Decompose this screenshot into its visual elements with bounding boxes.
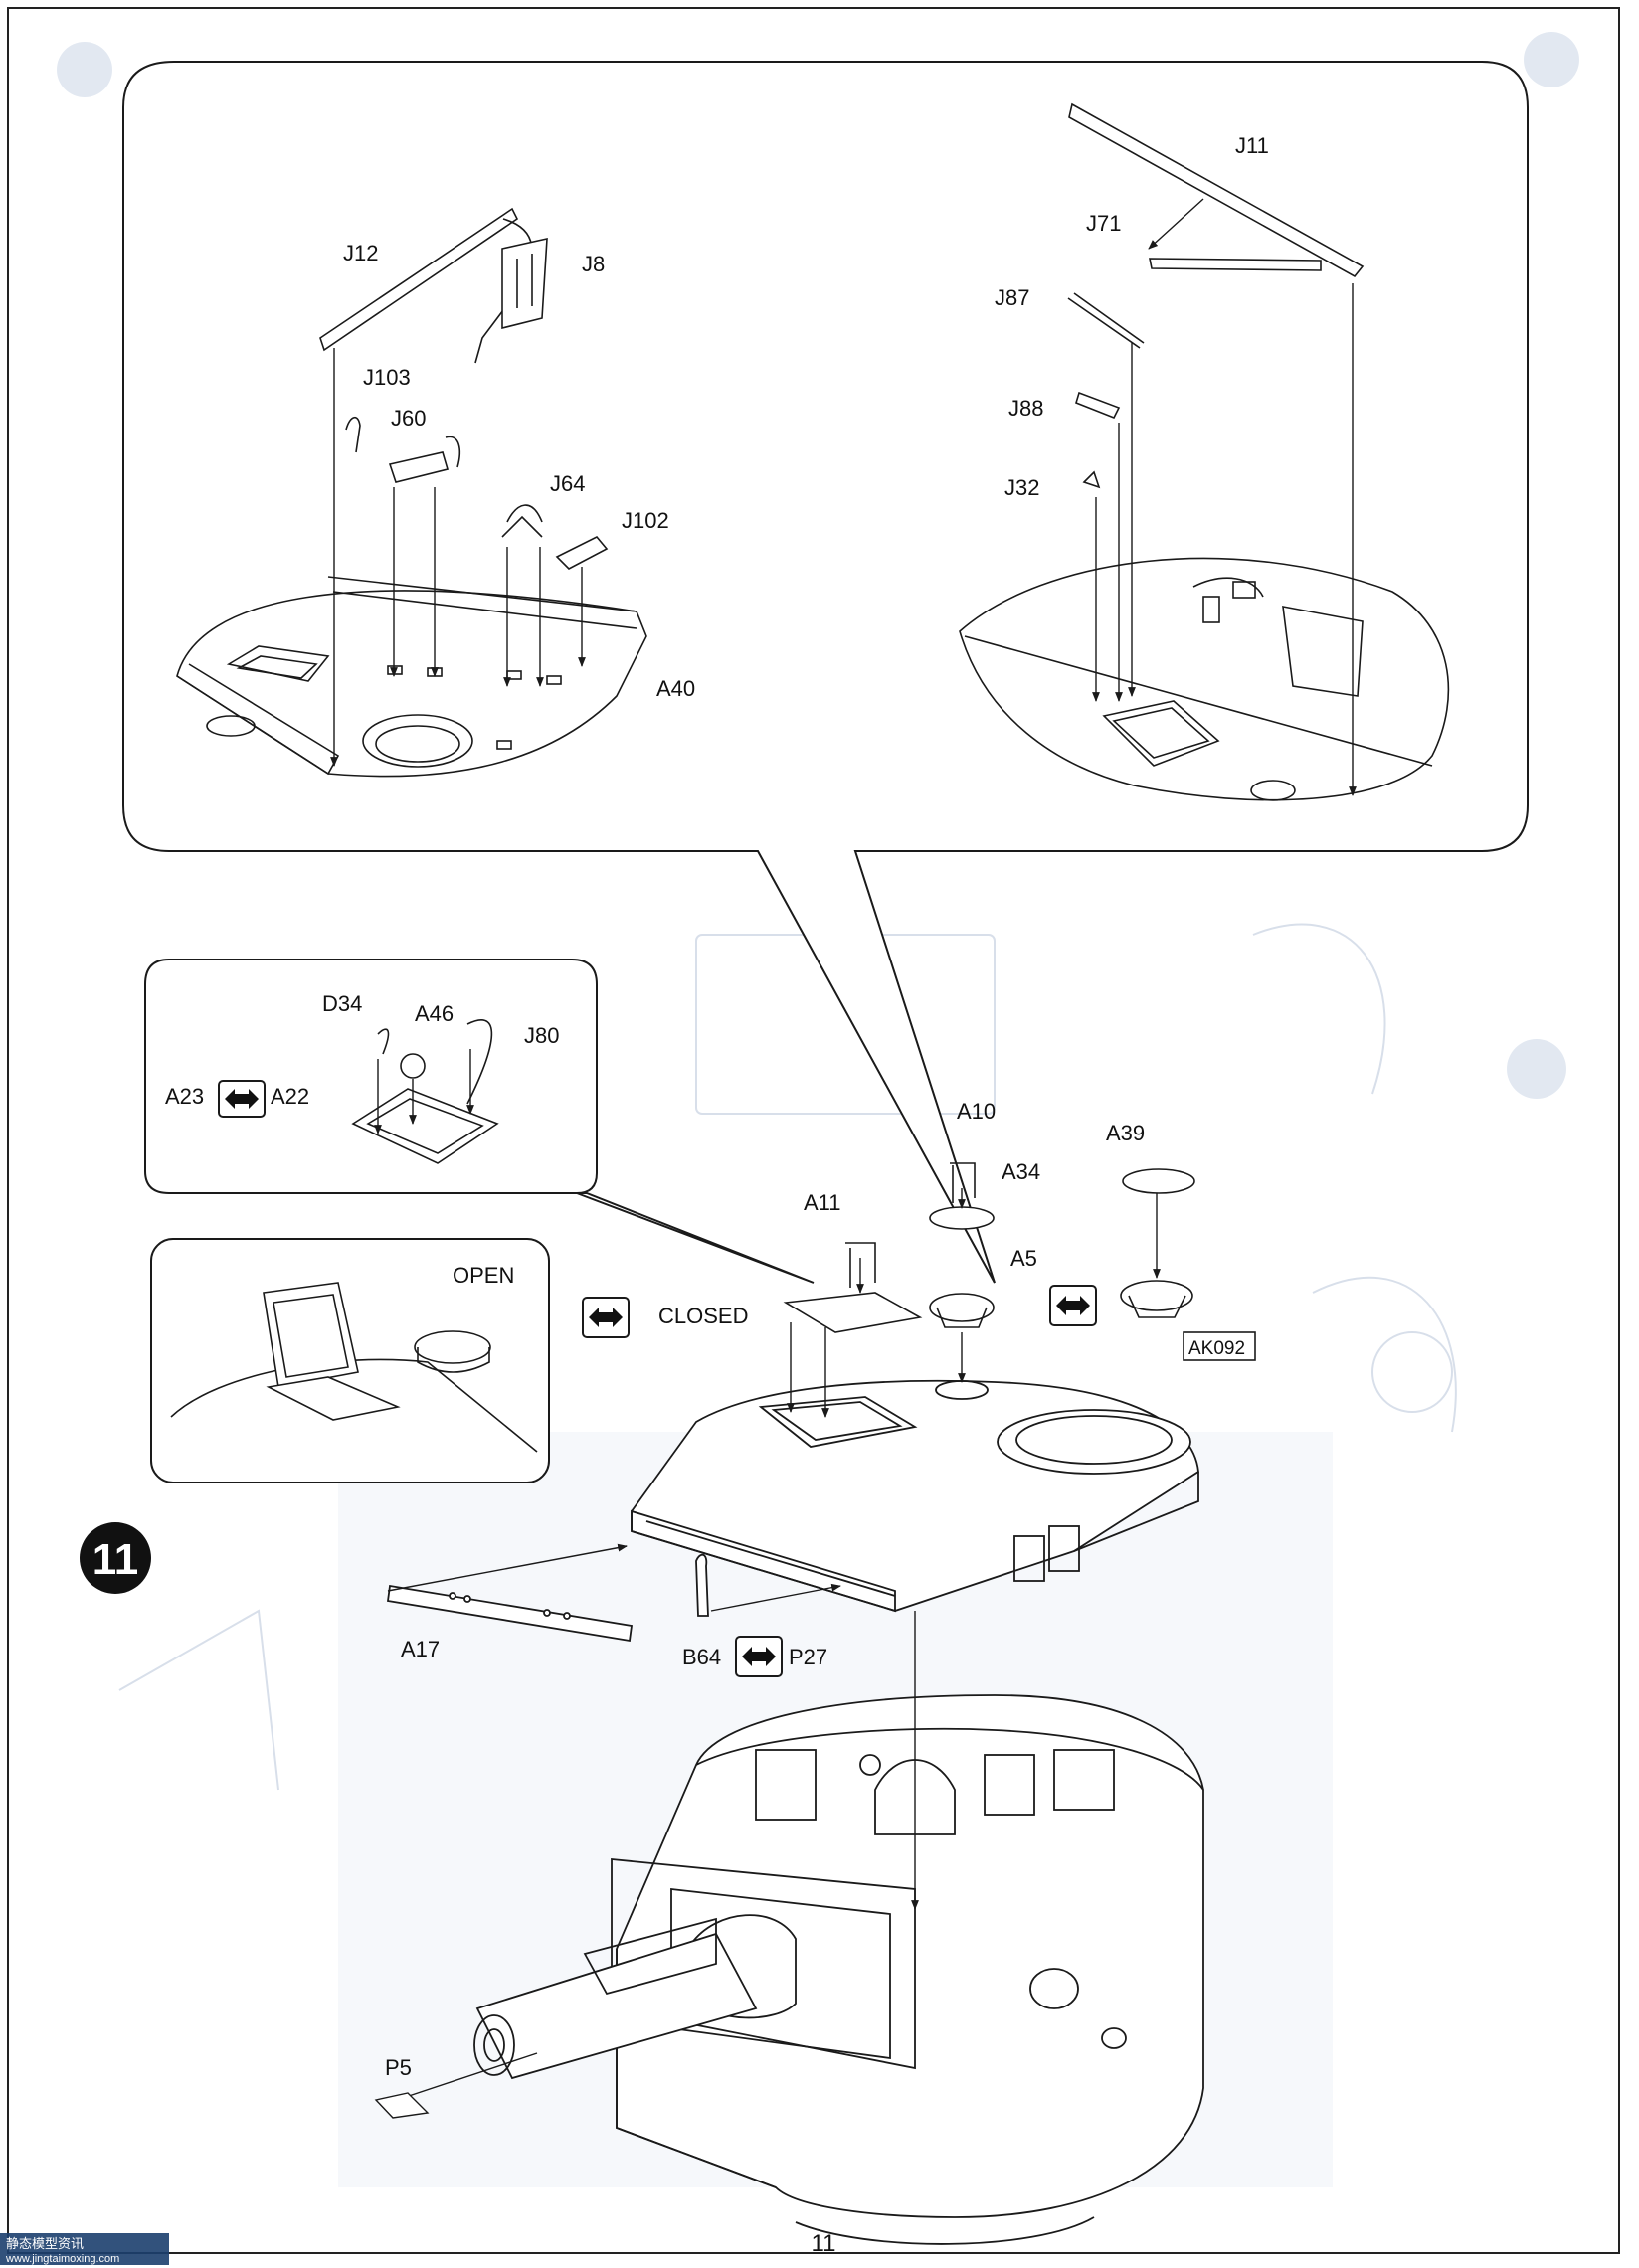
label-p5: P5	[385, 2055, 412, 2080]
open-view-drawing	[170, 1282, 538, 1453]
page-number: 11	[812, 2230, 836, 2257]
label-a10: A10	[957, 1099, 996, 1124]
roof-plate-left	[176, 576, 647, 778]
label-j8: J8	[582, 252, 605, 276]
label-j87: J87	[995, 285, 1029, 310]
svg-text:www.jingtaimoxing.com: www.jingtaimoxing.com	[5, 2253, 119, 2265]
svg-text:AK092: AK092	[1188, 1338, 1245, 1359]
label-j103: J103	[363, 365, 411, 390]
label-a11: A11	[804, 1190, 841, 1215]
label-a17: A17	[401, 1637, 440, 1661]
label-a22: A22	[271, 1084, 309, 1109]
hatch-part-a22	[351, 1019, 499, 1164]
label-j102: J102	[622, 508, 669, 533]
turret-body	[473, 1694, 1204, 2245]
label-a40: A40	[656, 676, 695, 701]
explode-lines-main	[387, 1188, 1161, 2104]
turret-roof-assembly	[386, 1379, 1199, 1643]
label-a46: A46	[415, 1001, 454, 1026]
roof-parts-upper	[783, 1162, 1195, 1333]
label-j71: J71	[1086, 211, 1121, 236]
site-watermark: 静态模型资讯 www.jingtaimoxing.com	[0, 2233, 169, 2265]
label-j12: J12	[343, 241, 378, 265]
swap-arrow-icon	[582, 1297, 630, 1338]
label-b64: B64	[682, 1645, 721, 1669]
explode-lines-a22	[374, 1049, 474, 1134]
step-number: 11	[92, 1535, 139, 1584]
page-border	[7, 7, 1620, 2254]
label-a34: A34	[1002, 1159, 1040, 1184]
svg-text:静态模型资讯: 静态模型资讯	[6, 2236, 84, 2251]
label-closed: CLOSED	[658, 1304, 748, 1328]
small-parts-left	[319, 207, 609, 570]
explode-lines-top	[330, 198, 1357, 796]
label-j32: J32	[1004, 475, 1039, 500]
label-a5: A5	[1010, 1246, 1037, 1271]
label-j64: J64	[550, 471, 585, 496]
swap-arrow-icon	[735, 1636, 783, 1677]
label-j11: J11	[1235, 133, 1269, 158]
swap-arrow-icon	[218, 1080, 266, 1118]
label-j88: J88	[1008, 396, 1043, 421]
part-labels: J11 J71 J87 J88 J32 J12 J8 J103 J60 J64 …	[165, 133, 1269, 2080]
label-a39: A39	[1106, 1121, 1145, 1145]
step-number-badge: 11	[80, 1522, 151, 1594]
label-p27: P27	[789, 1645, 827, 1669]
small-parts-right	[1067, 102, 1365, 489]
label-open: OPEN	[453, 1263, 514, 1288]
part-p5-decal	[374, 2092, 430, 2119]
ak092-tag: AK092	[1183, 1331, 1256, 1361]
swap-arrow-icon	[1049, 1285, 1097, 1326]
top-detail-callout	[122, 61, 1529, 1284]
label-j60: J60	[391, 406, 426, 431]
label-d34: D34	[322, 991, 362, 1016]
label-j80: J80	[524, 1023, 559, 1048]
label-a23: A23	[165, 1084, 204, 1109]
roof-plate-right	[959, 557, 1450, 801]
